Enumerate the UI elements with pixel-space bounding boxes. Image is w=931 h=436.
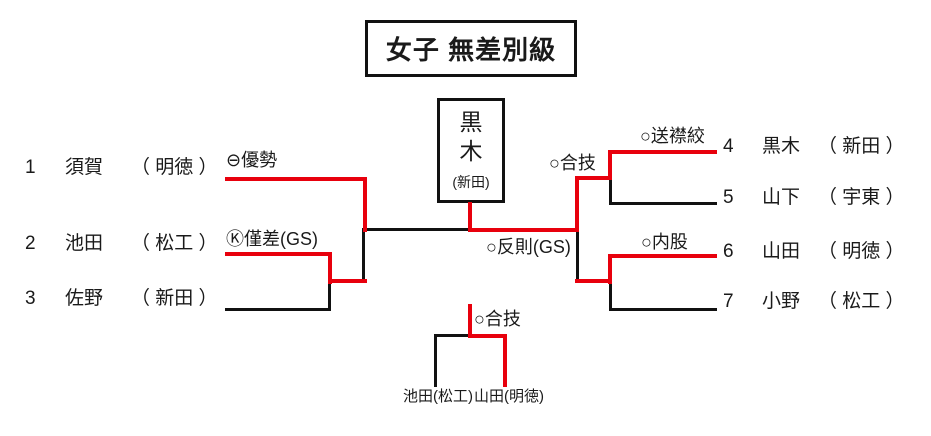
entry-row-5: 5 山下 （ 宇東 ） <box>723 185 905 211</box>
winner-path-final-stub <box>468 202 472 232</box>
entry-row-2: 2 池田 （ 松工 ） <box>25 231 218 257</box>
title-box: 女子 無差別級 <box>365 20 577 77</box>
bracket-connector-semifinal-left-lower <box>362 230 365 283</box>
entry-row-6: 6 山田 （ 明徳 ） <box>723 239 905 265</box>
player-school: （ 明徳 ） <box>131 157 218 178</box>
champion-name-line2: 木 <box>459 138 483 164</box>
player-name: 小野 <box>762 291 801 312</box>
player-name: 山田 <box>762 241 801 262</box>
annotation-gogi-third-place: ○合技 <box>474 309 521 329</box>
seed-number: 3 <box>25 288 36 309</box>
bracket-line-entry5 <box>609 202 717 205</box>
winner-path-semifinal-right-upper <box>575 176 579 232</box>
winner-path-4v5-exit <box>575 176 612 180</box>
bracket-line-final-left <box>362 228 470 231</box>
player-name: 佐野 <box>65 288 104 309</box>
bracket-line-entry7 <box>609 308 717 311</box>
champion-box: 黒 木 (新田) <box>437 98 505 203</box>
winner-path-semifinal-left-upper <box>363 177 367 232</box>
annotation-kinsa-gs: Ⓚ僅差(GS) <box>226 229 318 249</box>
winner-path-third-place-top-right <box>468 334 507 338</box>
winner-path-2v3-exit <box>328 279 367 283</box>
bracket-connector-semifinal-right-lower <box>576 230 579 283</box>
player-school: （ 松工 ） <box>131 233 218 254</box>
player-school: （ 宇東 ） <box>818 187 905 208</box>
seed-number: 5 <box>723 187 734 208</box>
seed-number: 4 <box>723 136 734 157</box>
champion-name-line1: 黒 <box>459 109 483 135</box>
seed-number: 1 <box>25 157 36 178</box>
seed-number: 6 <box>723 241 734 262</box>
player-name: 黒木 <box>762 136 801 157</box>
entry-row-7: 7 小野 （ 松工 ） <box>723 289 905 315</box>
winner-path-entry2 <box>225 252 332 256</box>
player-school: （ 松工 ） <box>818 291 905 312</box>
winner-path-third-place-stub <box>468 304 472 338</box>
winner-path-entry1 <box>225 177 367 181</box>
player-name: 池田 <box>65 233 104 254</box>
bracket-connector-4v5-lower <box>609 177 612 205</box>
player-school: （ 明徳 ） <box>818 241 905 262</box>
third-place-player-left: 池田(松工) <box>403 388 473 405</box>
seed-number: 7 <box>723 291 734 312</box>
winner-path-6v7-upper <box>608 254 612 284</box>
bracket-connector-6v7-lower <box>609 282 612 311</box>
player-name: 山下 <box>762 187 801 208</box>
winner-path-2v3-upper <box>328 252 332 284</box>
player-school: （ 新田 ） <box>131 288 218 309</box>
player-school: （ 新田 ） <box>818 136 905 157</box>
bracket-line-entry3 <box>225 308 331 311</box>
annotation-hansoku-gs: ○反則(GS) <box>486 237 571 257</box>
entry-row-3: 3 佐野 （ 新田 ） <box>25 286 218 312</box>
winner-path-6v7-exit <box>575 279 612 283</box>
entry-row-4: 4 黒木 （ 新田 ） <box>723 134 905 160</box>
winner-path-entry4 <box>608 150 717 154</box>
third-place-top-left <box>434 334 471 337</box>
entry-row-1: 1 須賀 （ 明徳 ） <box>25 155 218 181</box>
winner-path-entry6 <box>608 254 717 258</box>
winner-path-third-place-right <box>503 334 507 387</box>
winner-path-4v5-upper <box>608 150 612 180</box>
winner-path-final-right <box>468 228 579 232</box>
champion-school: (新田) <box>452 174 490 190</box>
annotation-gogi-semifinal: ○合技 <box>549 153 596 173</box>
seed-number: 2 <box>25 233 36 254</box>
annotation-yusei: ⊖優勢 <box>226 150 278 170</box>
bracket-connector-2v3-lower <box>328 282 331 311</box>
third-place-player-right: 山田(明徳) <box>474 388 544 405</box>
third-place-line-left <box>434 334 437 387</box>
page-title: 女子 無差別級 <box>385 35 557 65</box>
annotation-uchimata: ○内股 <box>641 232 688 252</box>
annotation-okuri-eri-jime: ○送襟絞 <box>640 126 705 146</box>
champion-name: 黒 木 <box>460 108 483 166</box>
player-name: 須賀 <box>65 157 104 178</box>
